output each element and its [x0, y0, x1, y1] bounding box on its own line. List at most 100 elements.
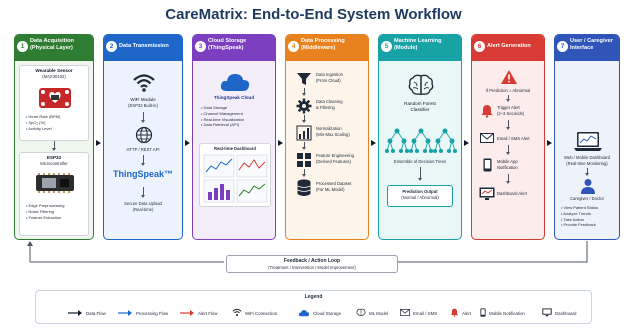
sensor-title: Wearable Sensor — [35, 68, 73, 73]
flow-arrow — [278, 140, 283, 146]
sensor-item: • Activity Level — [26, 125, 52, 131]
processing-flow-arrow-icon — [118, 310, 132, 316]
column-header: 7 User / Caregiver Interface — [555, 35, 619, 61]
sensor-box: Wearable Sensor (MAX30102) • Heart Rate … — [19, 65, 89, 141]
web-dashboard-title: Web / Mobile Dashboard — [563, 155, 610, 160]
cloud-item: • Channel Management — [201, 110, 243, 116]
upload-subtitle: (Real-time) — [132, 207, 154, 212]
trigger-title: Trigger Alert — [497, 105, 520, 110]
cloud-item: • Data Storage — [201, 105, 228, 110]
data-flow-arrow-icon — [68, 310, 82, 316]
column-title: Machine Learning (Module) — [394, 38, 442, 51]
funnel-icon — [297, 73, 311, 85]
alert-condition: If Prediction = Abnormal — [485, 88, 531, 93]
normalization-chart-icon — [296, 125, 312, 141]
gear-icon — [296, 98, 312, 114]
flow-arrow — [96, 140, 101, 146]
legend-item: WiFi Connection — [245, 311, 278, 316]
flow-arrow — [371, 140, 376, 146]
dashboard-alert-label: Dashboard Alert — [497, 191, 528, 196]
step-number: 2 — [106, 41, 117, 52]
brain-icon — [356, 308, 366, 316]
step-subtitle: & Filtering — [316, 104, 335, 110]
cloud-icon — [298, 310, 310, 317]
dashboard-charts-icon — [203, 154, 268, 203]
column-title: Data Acquisition (Physical Layer) — [30, 38, 74, 51]
feedback-loop-box: Feedback / Action Loop (Treatment / Inte… — [226, 255, 398, 273]
column-machine-learning: 5 Machine Learning (Module) Random Fores… — [378, 34, 462, 240]
esp32-item: • Edge Preprocessing — [26, 203, 65, 208]
email-icon — [480, 133, 494, 143]
diagram-title: CareMatrix: End-to-End System Workflow — [165, 6, 462, 23]
dashboard-preview: Real-time Dashboard — [199, 143, 271, 207]
email-icon — [400, 309, 410, 316]
legend-item: Email / SMS — [413, 311, 438, 316]
monitor-icon — [542, 308, 552, 317]
column-header: 6 Alert Generation — [472, 35, 544, 61]
feedback-title: Feedback / Action Loop — [283, 258, 341, 264]
thingspeak-logo: ThingSpeak™ — [112, 169, 173, 179]
legend-item: ML Model — [369, 311, 389, 316]
esp32-box: ESP32 Microcontroller • Edge Preprocessi… — [19, 152, 89, 236]
cloud-item: • Real-time Visualization — [201, 116, 245, 122]
column-header: 5 Machine Learning (Module) — [379, 35, 461, 61]
wifi-subtitle: (ESP32 Built-in) — [128, 103, 158, 108]
user-action-item: • View Patient Status — [561, 205, 599, 210]
model-subtitle: Classifier — [410, 107, 430, 112]
column-data-processing: 4 Data Processing (Middleware) Data Inge… — [285, 34, 369, 240]
sensor-item: • Heart Rate (BPM) — [26, 114, 61, 119]
column-header: 1 Data Acquisition (Physical Layer) — [15, 35, 93, 61]
alert-icon — [450, 308, 459, 317]
column-title: Alert Generation — [487, 43, 531, 49]
prediction-subtitle: (Normal / Abnormal) — [401, 194, 439, 200]
laptop-dashboard-icon — [574, 132, 602, 151]
esp32-title: ESP32 — [46, 155, 62, 160]
esp32-item: • Feature Extraction — [26, 214, 62, 220]
monitor-icon — [479, 187, 495, 200]
esp32-subtitle: Microcontroller — [40, 160, 68, 166]
user-icon — [581, 179, 595, 194]
column-title: Data Processing (Middleware) — [301, 38, 345, 51]
column-title: Cloud Storage (ThingSpeak) — [208, 38, 247, 51]
legend: Legend Data Flow Processing Flow Alert F… — [35, 290, 592, 324]
legend-item: Processing Flow — [136, 311, 169, 316]
step-number: 7 — [557, 41, 568, 52]
wifi-icon — [232, 308, 242, 317]
column-header: 4 Data Processing (Middleware) — [286, 35, 368, 61]
warning-icon — [501, 70, 517, 84]
step-subtitle: (For ML Model) — [316, 186, 345, 192]
step-title: Normalization — [316, 126, 342, 131]
mobile-phone-icon — [480, 308, 486, 317]
dashboard-title: Real-time Dashboard — [214, 146, 256, 151]
user-action-item: • Provide Feedback — [561, 222, 596, 228]
legend-item: Data Flow — [86, 311, 106, 316]
web-dashboard-subtitle: (Real-time Monitoring) — [566, 161, 608, 166]
column-user-interface: 7 User / Caregiver Interface Web / Mobil… — [554, 34, 620, 240]
trigger-subtitle: (2–3 Seconds) — [497, 110, 525, 116]
app-notification-subtitle: Notification — [497, 164, 518, 170]
column-title: Data Transmission — [119, 43, 169, 49]
column-cloud-storage: 3 Cloud Storage (ThingSpeak) ThingSpeak … — [192, 34, 276, 240]
app-notification-title: Mobile App — [497, 159, 518, 164]
step-title: Data Cleaning — [316, 99, 343, 104]
step-number: 6 — [474, 41, 485, 52]
globe-icon — [135, 126, 153, 144]
legend-item: Dashboard — [555, 311, 577, 316]
step-subtitle: (Min-Max Scaling) — [316, 131, 350, 137]
feature-grid-icon — [297, 153, 311, 167]
user-action-item: • Take Action — [561, 216, 584, 222]
legend-item: Cloud Storage — [313, 311, 342, 316]
step-title: Data Ingestion — [316, 72, 344, 77]
wifi-icon — [133, 74, 155, 92]
alert-flow-arrow-icon — [180, 310, 194, 316]
step-subtitle: (From Cloud) — [316, 77, 341, 83]
brain-icon — [408, 74, 434, 95]
flow-arrow — [464, 140, 469, 146]
step-subtitle: (Derived Features) — [316, 158, 351, 164]
cloud-icon — [220, 74, 250, 91]
upload-label: Secure Data Upload — [124, 201, 162, 206]
microcontroller-icon — [36, 173, 74, 193]
step-number: 3 — [195, 41, 206, 52]
